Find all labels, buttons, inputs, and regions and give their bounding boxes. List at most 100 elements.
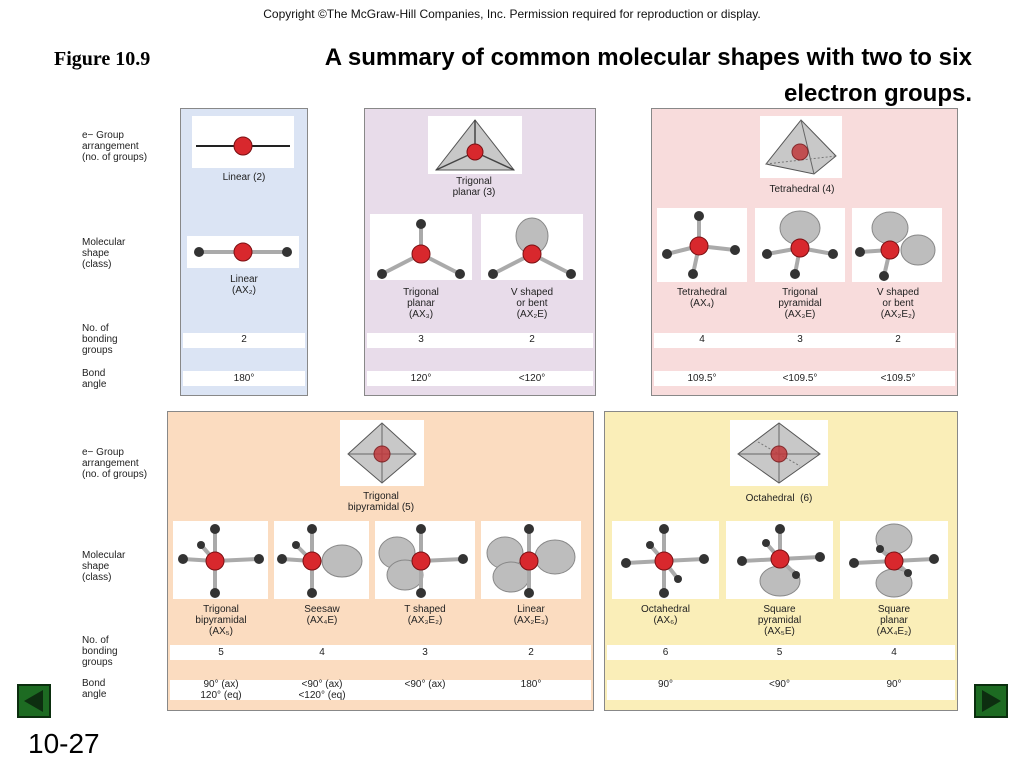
shape-label-trigonal-bipyramidal: Trigonal bipyramidal (AX₅): [195, 604, 247, 637]
shape-label-v-bent-tetrahedral: V shaped or bent (AX₂E₂): [876, 287, 920, 320]
shape-image-seesaw: [274, 521, 369, 599]
row-label-group-arrangement: e− Group arrangement (no. of groups): [82, 130, 148, 163]
angle-value-trigonal-planar: 120°: [410, 373, 432, 384]
bonding-value-linear-ax2e3: 2: [528, 647, 534, 658]
linear-molecule-icon: [196, 136, 290, 156]
seesaw-icon: [277, 524, 363, 598]
angle-band: [607, 680, 955, 700]
v-bent-ax2e2-icon: [855, 211, 936, 281]
tetrahedron-icon: [765, 119, 837, 175]
bonding-band: [607, 645, 955, 660]
next-slide-button[interactable]: [974, 684, 1008, 718]
angle-value-square-pyramidal: <90°: [769, 679, 790, 690]
shape-image-square-planar: [840, 521, 948, 599]
trigonal-pyramidal-icon: [762, 210, 838, 279]
shape-label-linear-ax2e3: Linear (AX₂E₃): [513, 604, 549, 626]
shape-image-v-bent: [481, 214, 583, 280]
angle-band: [654, 371, 955, 386]
shape-image-trigonal-pyramidal: [755, 208, 845, 282]
octahedral-ax6-icon: [621, 524, 709, 598]
row-label-bonding-groups: No. of bonding groups: [82, 323, 118, 356]
trigonal-bipyramidal-icon: [178, 524, 264, 598]
angle-value-linear-ax2e3: 180°: [520, 679, 542, 690]
angle-value-square-planar: 90°: [886, 679, 902, 690]
angle-value-octahedral: 90°: [657, 679, 674, 690]
square-planar-icon: [849, 523, 939, 598]
octahedron-icon: [737, 422, 821, 484]
bonding-value-trigonal-pyramidal: 3: [797, 334, 803, 345]
angle-band: [170, 680, 591, 700]
angle-value-v-bent: <120°: [518, 373, 546, 384]
t-shaped-icon: [378, 524, 468, 598]
bonding-value-tetrahedral: 4: [699, 334, 705, 345]
bonding-band: [183, 333, 305, 348]
linear-arrangement-image: [192, 116, 294, 168]
tetrahedral-ax4-icon: [662, 211, 740, 279]
shape-image-t-shaped: [375, 521, 475, 599]
bipyramid-icon: [347, 422, 417, 484]
octahedral-arrangement-image: [730, 420, 828, 486]
angle-value-v-bent-tetrahedral: <109.5°: [880, 373, 916, 384]
bonding-value-square-pyramidal: 5: [776, 647, 783, 658]
shape-image-tetrahedral: [657, 208, 747, 282]
figure-title-line1: A summary of common molecular shapes wit…: [324, 44, 972, 71]
shape-label-square-pyramidal: Square pyramidal (AX₅E): [757, 604, 802, 637]
shape-image-linear: [187, 236, 299, 268]
shape-label-v-bent: V shaped or bent (AX₂E): [510, 287, 554, 320]
angle-value-trigonal-bipyramidal: 90° (ax) 120° (eq): [200, 679, 242, 701]
angle-band: [367, 371, 593, 386]
angle-value-seesaw: <90° (ax) <120° (eq): [298, 679, 346, 701]
angle-value-tetrahedral: 109.5°: [687, 373, 717, 384]
shape-label-t-shaped: T shaped (AX₃E₂): [404, 604, 446, 626]
arrow-left-icon: [24, 690, 43, 712]
shape-image-square-pyramidal: [726, 521, 833, 599]
row-label-molecular-shape: Molecular shape (class): [82, 550, 126, 583]
bonding-value-trigonal-bipyramidal: 5: [218, 647, 224, 658]
bonding-value-linear: 2: [241, 334, 247, 345]
trigonal-planar-icon: [377, 219, 465, 279]
previous-slide-button[interactable]: [17, 684, 51, 718]
row-label-molecular-shape: Molecular shape (class): [82, 237, 126, 270]
linear-ax2e3-icon: [486, 524, 576, 598]
shape-label-square-planar: Square planar (AX₄E₂): [876, 604, 912, 637]
angle-value-t-shaped: <90° (ax): [404, 679, 446, 690]
bonding-band: [367, 333, 593, 348]
v-bent-icon: [488, 217, 576, 279]
shape-image-octahedral: [612, 521, 719, 599]
shape-label-trigonal-planar: Trigonal planar (AX₃): [403, 287, 439, 320]
arrangement-label-tbp: Trigonal bipyramidal (5): [347, 491, 415, 513]
shape-image-trigonal-bipyramidal: [173, 521, 268, 599]
bonding-band: [654, 333, 955, 348]
arrangement-label-octahedral: Octahedral (6): [745, 493, 813, 504]
bonding-value-v-bent: 2: [529, 334, 535, 345]
copyright-notice: Copyright ©The McGraw-Hill Companies, In…: [263, 7, 761, 21]
row-label-bond-angle: Bond angle: [82, 678, 107, 700]
shape-label-tetrahedral: Tetrahedral (AX₄): [676, 287, 728, 309]
trigonal-arrangement-image: [428, 116, 522, 174]
bonding-value-octahedral: 6: [662, 647, 669, 658]
row-label-bonding-groups: No. of bonding groups: [82, 635, 118, 668]
shape-image-linear-ax2e3: [481, 521, 581, 599]
arrangement-label-tetrahedral: Tetrahedral (4): [769, 184, 835, 195]
shape-label-octahedral: Octahedral (AX₆): [641, 604, 690, 626]
bonding-value-seesaw: 4: [319, 647, 325, 658]
bonding-value-t-shaped: 3: [422, 647, 428, 658]
figure-title: A summary of common molecular shapes wit…: [200, 40, 972, 112]
arrow-right-icon: [982, 690, 1001, 712]
bonding-value-trigonal-planar: 3: [418, 334, 424, 345]
tbp-arrangement-image: [340, 420, 424, 486]
figure-title-line2: electron groups.: [783, 80, 972, 107]
row-label-bond-angle: Bond angle: [82, 368, 107, 390]
arrangement-label-linear: Linear (2): [222, 172, 266, 183]
shape-image-trigonal-planar: [370, 214, 472, 280]
angle-band: [183, 371, 305, 386]
row-label-group-arrangement: e− Group arrangement (no. of groups): [82, 447, 148, 480]
angle-value-trigonal-pyramidal: <109.5°: [782, 373, 818, 384]
square-pyramidal-icon: [737, 524, 825, 597]
shape-label-trigonal-pyramidal: Trigonal pyramidal (AX₃E): [778, 287, 822, 320]
arrangement-label-trigonal: Trigonal planar (3): [452, 176, 496, 198]
tetrahedral-arrangement-image: [760, 116, 842, 178]
slide-number: 10-27: [28, 728, 100, 759]
figure-label: Figure 10.9: [54, 48, 151, 70]
shape-label-seesaw: Seesaw (AX₄E): [304, 604, 340, 626]
